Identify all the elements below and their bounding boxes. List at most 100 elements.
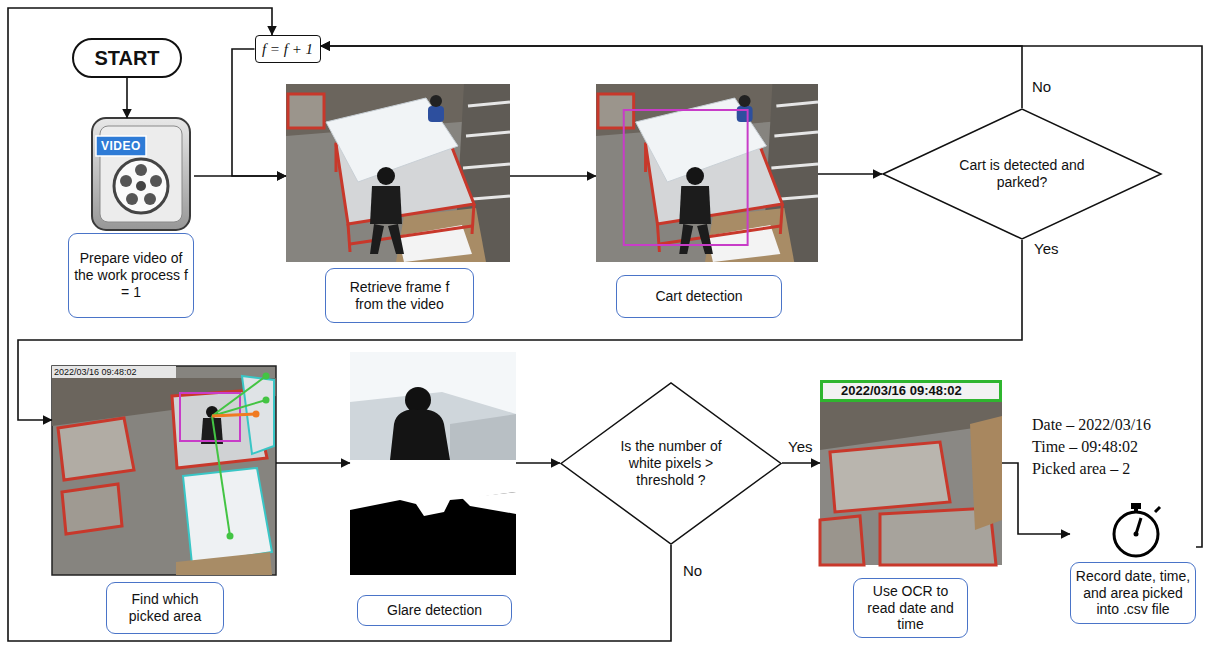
picked-area-photo: [212, 376, 266, 416]
video-frame-photo: [286, 84, 510, 262]
label-holder: Picked area – 2: [1032, 459, 1130, 478]
stopwatch-icon: [1136, 518, 1141, 534]
picked-area-photo: [52, 366, 176, 378]
label-holder: 2022/03/16 09:48:02: [820, 380, 1002, 402]
caption-box: Retrieve frame f from the video: [325, 268, 474, 323]
flow-connector: [232, 49, 286, 176]
flow-connector: [782, 462, 820, 464]
caption-box: Cart detection: [616, 275, 782, 318]
video-icon: [92, 118, 190, 230]
video-icon: [114, 159, 168, 213]
decision-diamond-shape: [561, 383, 781, 544]
stopwatch-icon: [1114, 512, 1158, 556]
picked-area-photo: [212, 376, 266, 536]
caption-box: Record date, time, and area picked into …: [1070, 562, 1196, 624]
node-text: Cart detection: [655, 288, 742, 305]
glare-mask: [350, 462, 516, 575]
node-text: Retrieve frame f from the video: [336, 279, 463, 313]
video-icon: [126, 193, 138, 205]
ocr-photo: [970, 416, 1002, 530]
picked-area-photo: [253, 411, 260, 418]
timestamp-overlay: 2022/03/16 09:48:02: [54, 367, 137, 378]
node-text: Prepare video of the work process f = 1: [72, 250, 190, 300]
flow-connector: [276, 462, 350, 464]
video-icon: [135, 164, 147, 176]
caption-box: Glare detection: [357, 595, 512, 626]
glare-photo: [350, 352, 516, 460]
flow-connector: [510, 175, 596, 177]
picked-area-photo: [58, 418, 134, 480]
glare-mask: [462, 492, 516, 514]
label-holder: 2022/03/16 09:48:02: [54, 367, 137, 378]
result-line: Date – 2022/03/16: [1032, 415, 1151, 434]
edge-label-holder: No: [681, 562, 704, 580]
flow-connector: [126, 78, 128, 118]
edge-label: Yes: [786, 438, 814, 456]
caption-box: Find which picked area: [106, 582, 224, 634]
process-step: Find which picked area: [52, 366, 276, 636]
ocr-timestamp-box: 2022/03/16 09:48:02: [820, 380, 1002, 402]
node-text: Find which picked area: [115, 591, 215, 625]
node-text: Use OCR to read date and time: [862, 583, 959, 633]
video-icon: [92, 118, 190, 230]
video-icon: [136, 181, 146, 191]
glare-photo: [390, 410, 450, 460]
glare-photo: [350, 352, 516, 460]
start-terminal: START: [72, 38, 182, 78]
process-step: Record date, time, and area picked into …: [1070, 500, 1196, 625]
cart-detection-photo: [624, 110, 748, 245]
caption-box: Prepare video of the work process f = 1: [68, 233, 194, 318]
picked-area-photo: [263, 397, 270, 404]
cart-detection-photo: [596, 84, 818, 262]
video-icon: [96, 136, 146, 156]
node-text: f = f + 1: [262, 41, 313, 58]
picked-area-photo: [212, 416, 230, 536]
result-line: Time – 09:48:02: [1032, 437, 1138, 456]
decision-diamond: Is the number of white pixels > threshol…: [560, 382, 782, 545]
edge-label-holder: Yes: [1032, 240, 1060, 258]
edge-label-holder: No: [1030, 78, 1053, 96]
label-holder: VIDEO: [98, 137, 144, 155]
glare-mask: [350, 462, 516, 516]
picked-area-photo: [180, 393, 240, 441]
ocr-photo: [820, 516, 864, 565]
picked-area-photo: [263, 373, 270, 380]
picked-area-photo: [227, 533, 234, 540]
node-text: Is the number of white pixels > threshol…: [619, 438, 723, 488]
picked-area-photo: [176, 552, 272, 575]
stopwatch-icon: [1134, 532, 1139, 537]
result-line: Picked area – 2: [1032, 459, 1130, 478]
flow-connector: [321, 46, 1203, 547]
flow-connector: [321, 46, 1023, 108]
glare-mask: [350, 462, 516, 575]
node-text: Record date, time, and area picked into …: [1074, 568, 1192, 618]
glare-photo: [350, 352, 516, 414]
process-step: Retrieve frame f from the video: [286, 84, 510, 323]
node-text: Glare detection: [387, 602, 482, 619]
picked-area-photo: [62, 484, 122, 534]
edge-label: No: [1030, 78, 1053, 96]
picked-area-photo: [212, 414, 256, 416]
counter-box: f = f + 1: [255, 35, 321, 63]
picked-area-photo: [52, 366, 276, 575]
process-step: Use OCR to read date and time: [820, 380, 1002, 642]
glare-photo: [405, 387, 431, 413]
flow-connector: [8, 8, 671, 641]
label-holder: Time – 09:48:02: [1032, 437, 1138, 456]
ocr-photo: [820, 380, 1002, 565]
process-step: Cart detection: [596, 84, 818, 318]
process-step: Glare detection: [350, 352, 516, 627]
video-icon: [150, 175, 162, 187]
decision-diamond: Cart is detected and parked?: [882, 108, 1162, 240]
edge-label-holder: Yes: [786, 438, 814, 456]
flow-connector: [516, 462, 560, 464]
flow-connector: [818, 173, 882, 175]
stopwatch-icon: [1155, 507, 1160, 512]
stopwatch-icon: [1114, 503, 1160, 556]
node-text: START: [94, 47, 159, 70]
node-text: Cart is detected and parked?: [947, 157, 1097, 191]
video-icon: [144, 193, 156, 205]
